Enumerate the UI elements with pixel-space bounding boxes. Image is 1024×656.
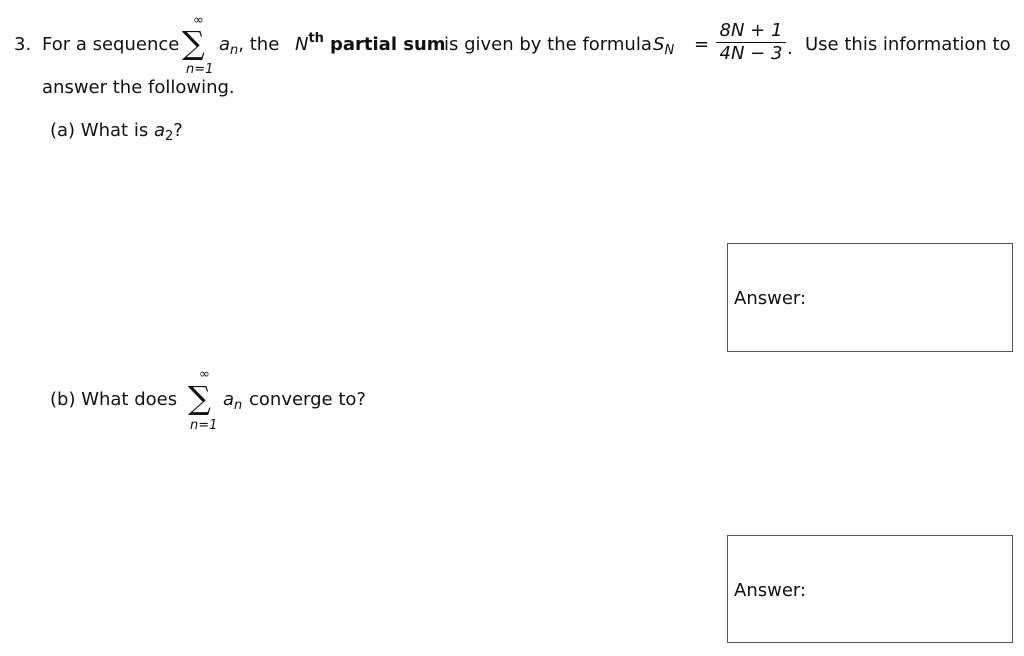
partial-sum-symbol: SN xyxy=(653,34,675,58)
equals-sign: = xyxy=(694,34,710,55)
problem-number: 3. xyxy=(14,34,32,55)
problem-tail-text: Use this information to xyxy=(805,34,1011,55)
part-b-sum-upper-limit: ∞ xyxy=(199,367,210,382)
part-a-answer-label: Answer: xyxy=(734,288,807,309)
problem-line-two: answer the following. xyxy=(42,77,235,98)
part-b-question-label: (b) What does xyxy=(50,389,178,410)
fraction-denominator: 4N − 3 xyxy=(719,43,783,64)
part-a-answer-box[interactable]: Answer: xyxy=(727,243,1013,352)
partial-sum-emphasis: partial sum xyxy=(330,34,446,55)
part-b-answer-box[interactable]: Answer: xyxy=(727,535,1013,643)
sum-lower-limit: n=1 xyxy=(186,62,214,77)
part-b-sum-lower-limit: n=1 xyxy=(190,418,218,433)
sequence-term: an, the xyxy=(219,34,280,58)
problem-intro-text: For a sequence xyxy=(42,34,180,55)
part-b-term: an xyxy=(223,389,243,413)
partial-sum-fraction: 8N + 1 4N − 3 xyxy=(716,20,786,65)
sum-upper-limit: ∞ xyxy=(193,13,204,28)
summation-symbol: ∑ xyxy=(182,24,205,62)
fraction-numerator: 8N + 1 xyxy=(719,20,783,41)
formula-intro-text: is given by the formula xyxy=(444,34,652,55)
part-b-summation-symbol: ∑ xyxy=(188,379,211,417)
part-b-question-tail: converge to? xyxy=(249,389,366,410)
nth-term-label: Nth xyxy=(295,31,324,55)
fraction-bar xyxy=(716,42,786,43)
part-a-question: (a) What is a2? xyxy=(50,120,183,144)
part-b-answer-label: Answer: xyxy=(734,580,807,601)
fraction-period: . xyxy=(787,38,793,59)
